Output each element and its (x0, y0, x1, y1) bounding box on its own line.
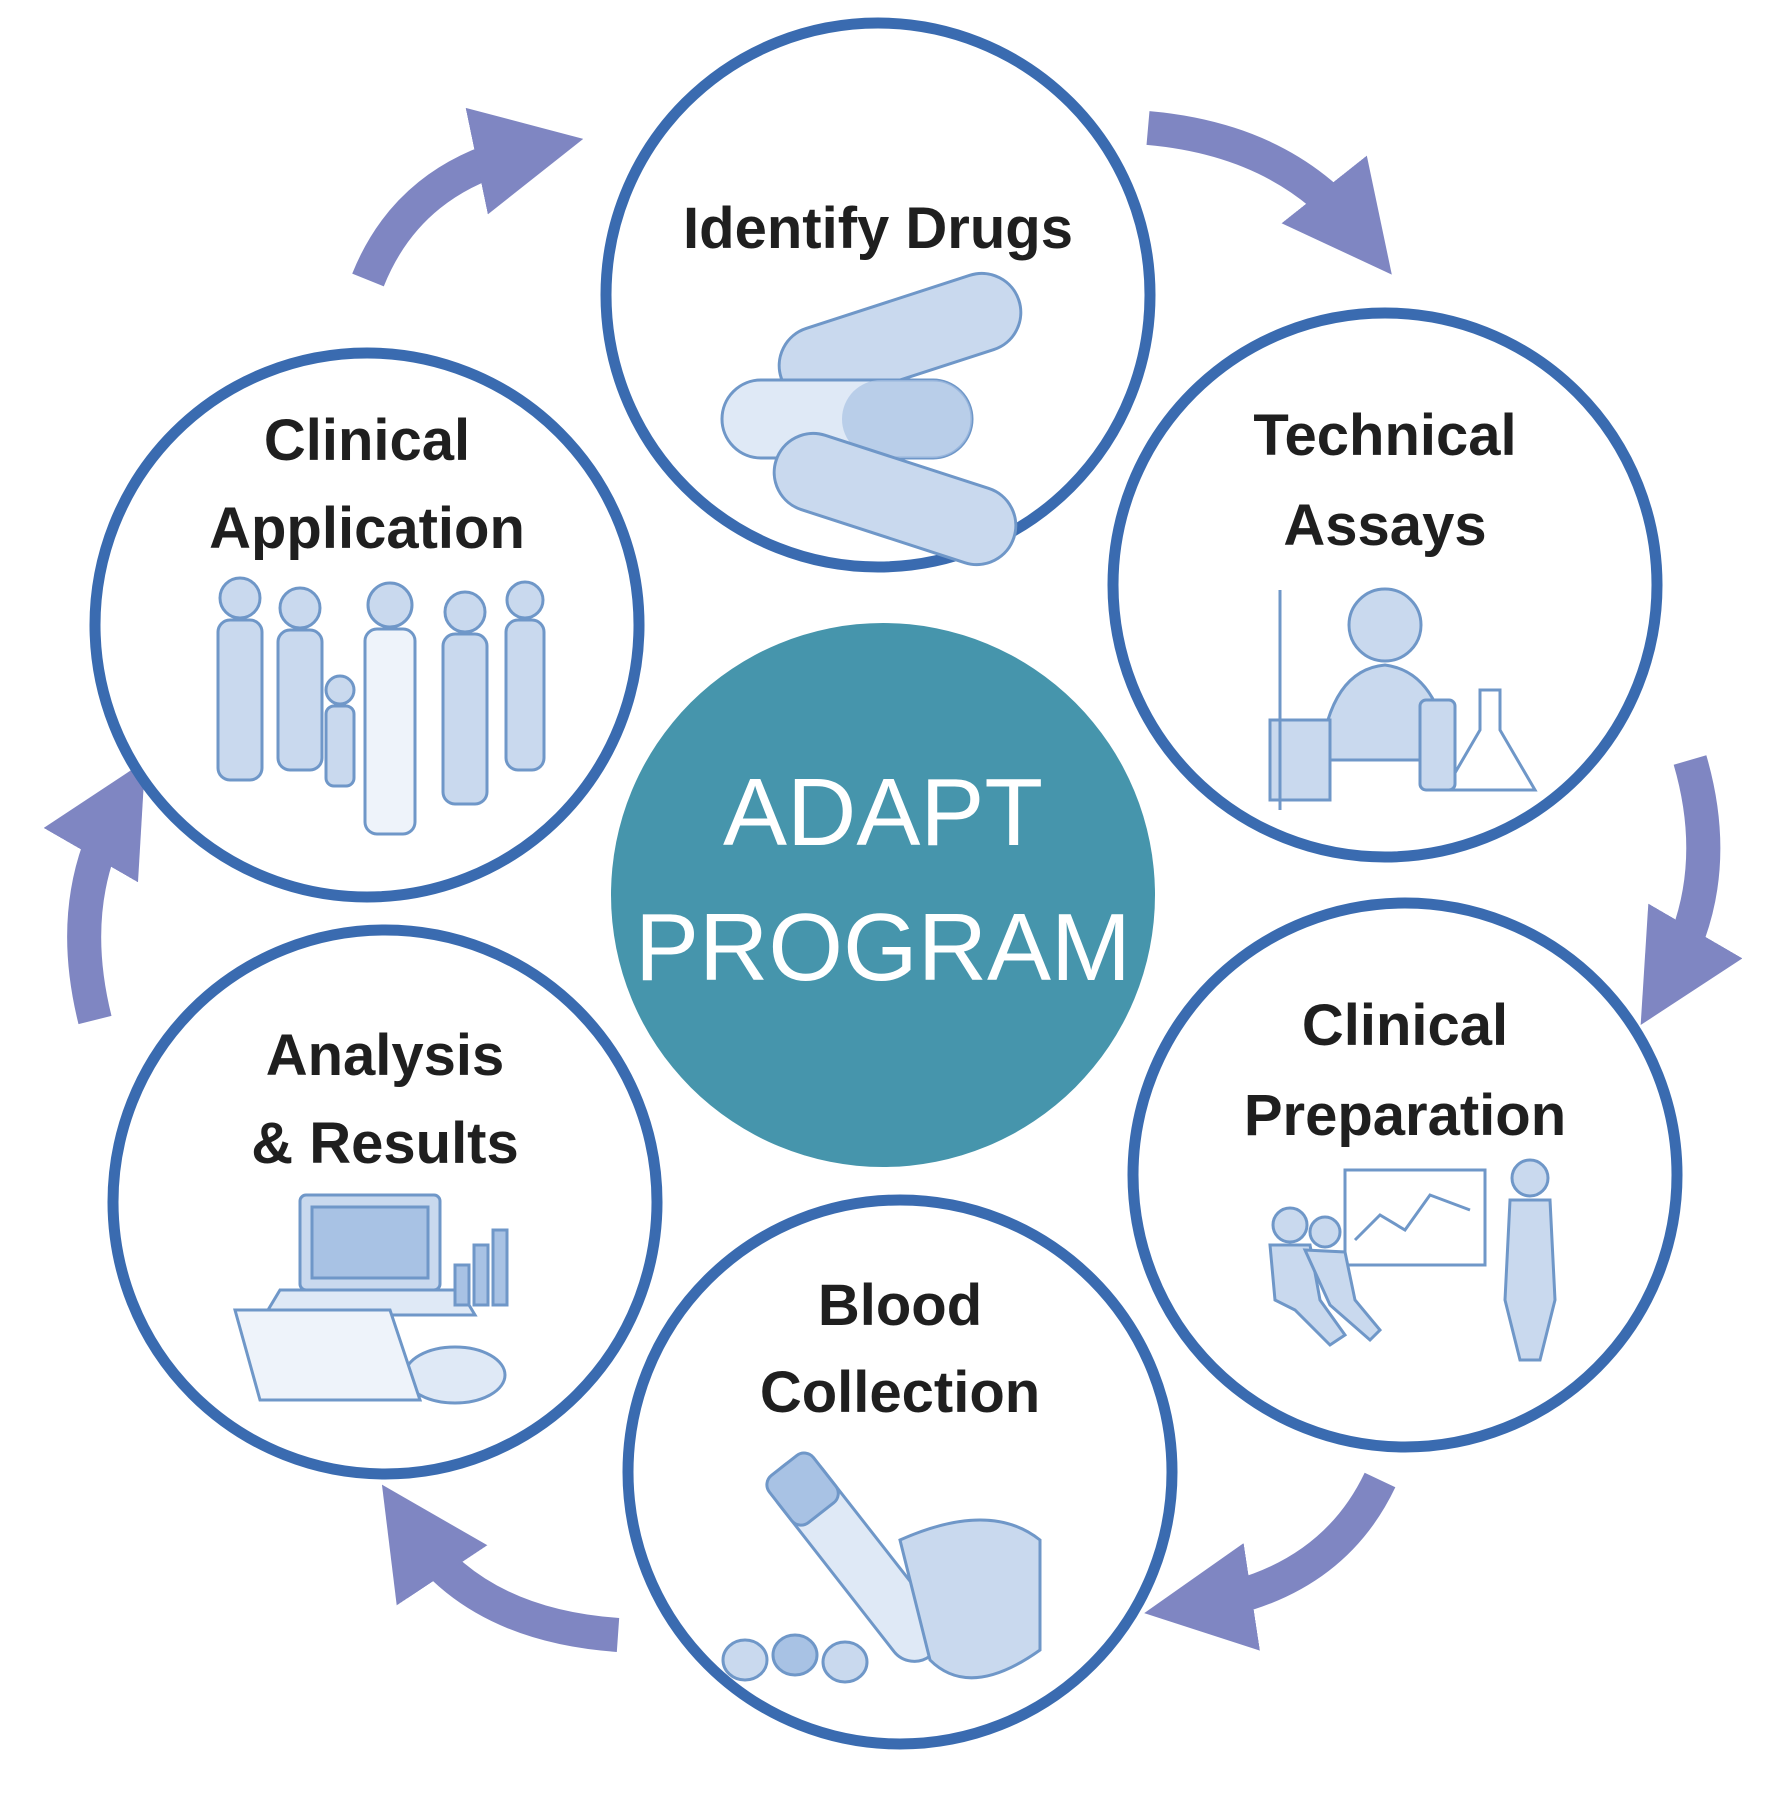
laptop-charts-icon (233, 1193, 509, 1405)
center-hub: ADAPT PROGRAM (611, 623, 1155, 1167)
cycle-arrow-icon (352, 107, 584, 287)
meeting-presentation-icon (1268, 1158, 1557, 1362)
stage-technical-assays: Technical Assays (1107, 307, 1663, 863)
center-title-line1: ADAPT (723, 759, 1043, 866)
stage-clinical-application: Clinical Application (89, 347, 645, 903)
cycle-arrow-icon (1640, 755, 1743, 1026)
stage-label-line2: Application (209, 496, 525, 561)
stage-blood-collection: Blood Collection (622, 1194, 1178, 1750)
cycle-arrows (43, 107, 1743, 1652)
stage-label-line1: Identify Drugs (683, 196, 1073, 261)
people-group-icon (216, 576, 546, 836)
cycle-arrow-icon (1146, 111, 1392, 275)
blood-tube-icon (721, 1451, 1042, 1684)
stage-label-line1: Clinical (1302, 993, 1508, 1058)
cycle-arrow-icon (1144, 1472, 1396, 1651)
lab-scientist-icon (1268, 587, 1538, 810)
stage-label-line2: Preparation (1244, 1083, 1566, 1148)
stage-analysis-results: Analysis & Results (107, 924, 663, 1480)
stage-label-line1: Blood (818, 1273, 982, 1338)
center-circle (611, 623, 1155, 1167)
stage-ring (1107, 307, 1663, 863)
center-title-line2: PROGRAM (635, 894, 1131, 1001)
capsules-icon (720, 271, 1023, 567)
cycle-arrow-icon (381, 1484, 620, 1652)
stage-label-line1: Analysis (266, 1023, 505, 1088)
stage-label-line2: & Results (251, 1111, 519, 1176)
stage-label-line2: Assays (1283, 493, 1486, 558)
stage-label-line1: Clinical (264, 408, 470, 473)
stage-identify-drugs: Identify Drugs (600, 17, 1156, 573)
stage-label-line2: Collection (760, 1360, 1040, 1425)
stage-label-line1: Technical (1253, 403, 1516, 468)
stage-clinical-preparation: Clinical Preparation (1127, 897, 1683, 1453)
cycle-arrow-icon (43, 760, 146, 1025)
